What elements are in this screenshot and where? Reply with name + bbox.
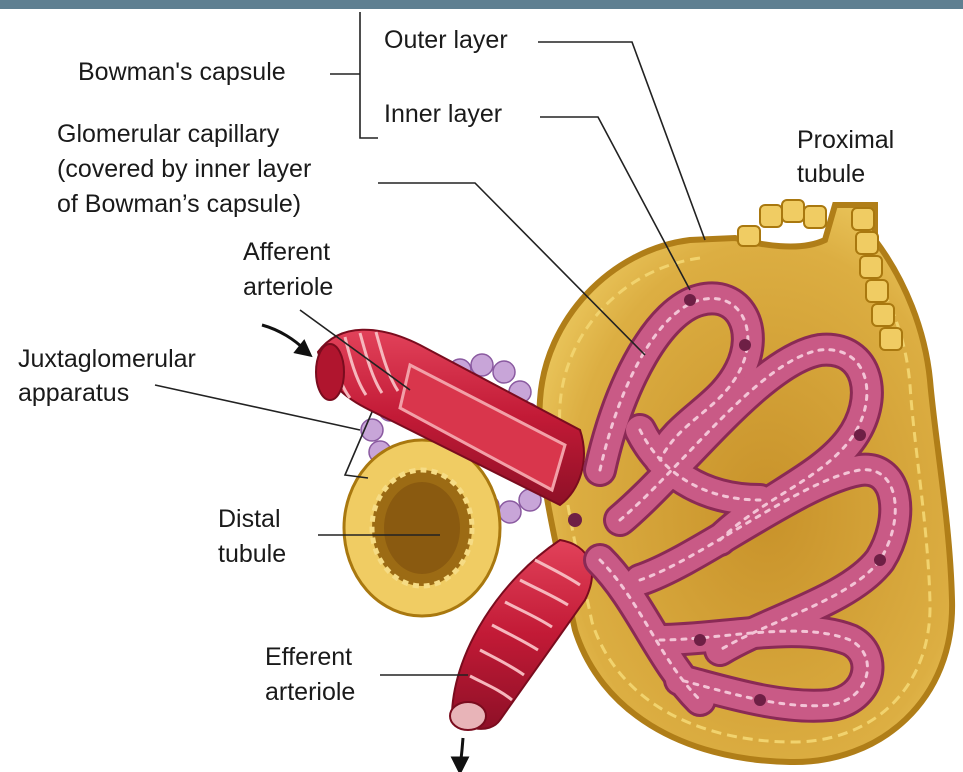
bowmans-capsule-label: Bowman's capsule — [78, 58, 286, 87]
afferent-arteriole-label-line1: Afferent — [243, 238, 330, 267]
distal-tubule-label-line1: Distal — [218, 505, 281, 534]
glomerular-capillary-label-line2: (covered by inner layer — [57, 155, 311, 184]
efferent-arteriole-label-line2: arteriole — [265, 678, 355, 707]
glomerular-capillary-label-line1: Glomerular capillary — [57, 120, 279, 149]
inner-layer-label: Inner layer — [384, 100, 502, 129]
glomerular-capillary-label-line3: of Bowman’s capsule) — [57, 190, 301, 219]
juxtaglomerular-apparatus-label-line1: Juxtaglomerular — [18, 345, 196, 374]
proximal-tubule-label-line1: Proximal — [797, 126, 894, 155]
juxtaglomerular-apparatus-label-line2: apparatus — [18, 379, 129, 408]
distal-tubule-shape — [344, 440, 500, 616]
outer-layer-label: Outer layer — [384, 26, 508, 55]
afferent-arteriole-label-line2: arteriole — [243, 273, 333, 302]
distal-tubule-label-line2: tubule — [218, 540, 286, 569]
proximal-tubule-label-line2: tubule — [797, 160, 865, 189]
efferent-arteriole-label-line1: Efferent — [265, 643, 352, 672]
